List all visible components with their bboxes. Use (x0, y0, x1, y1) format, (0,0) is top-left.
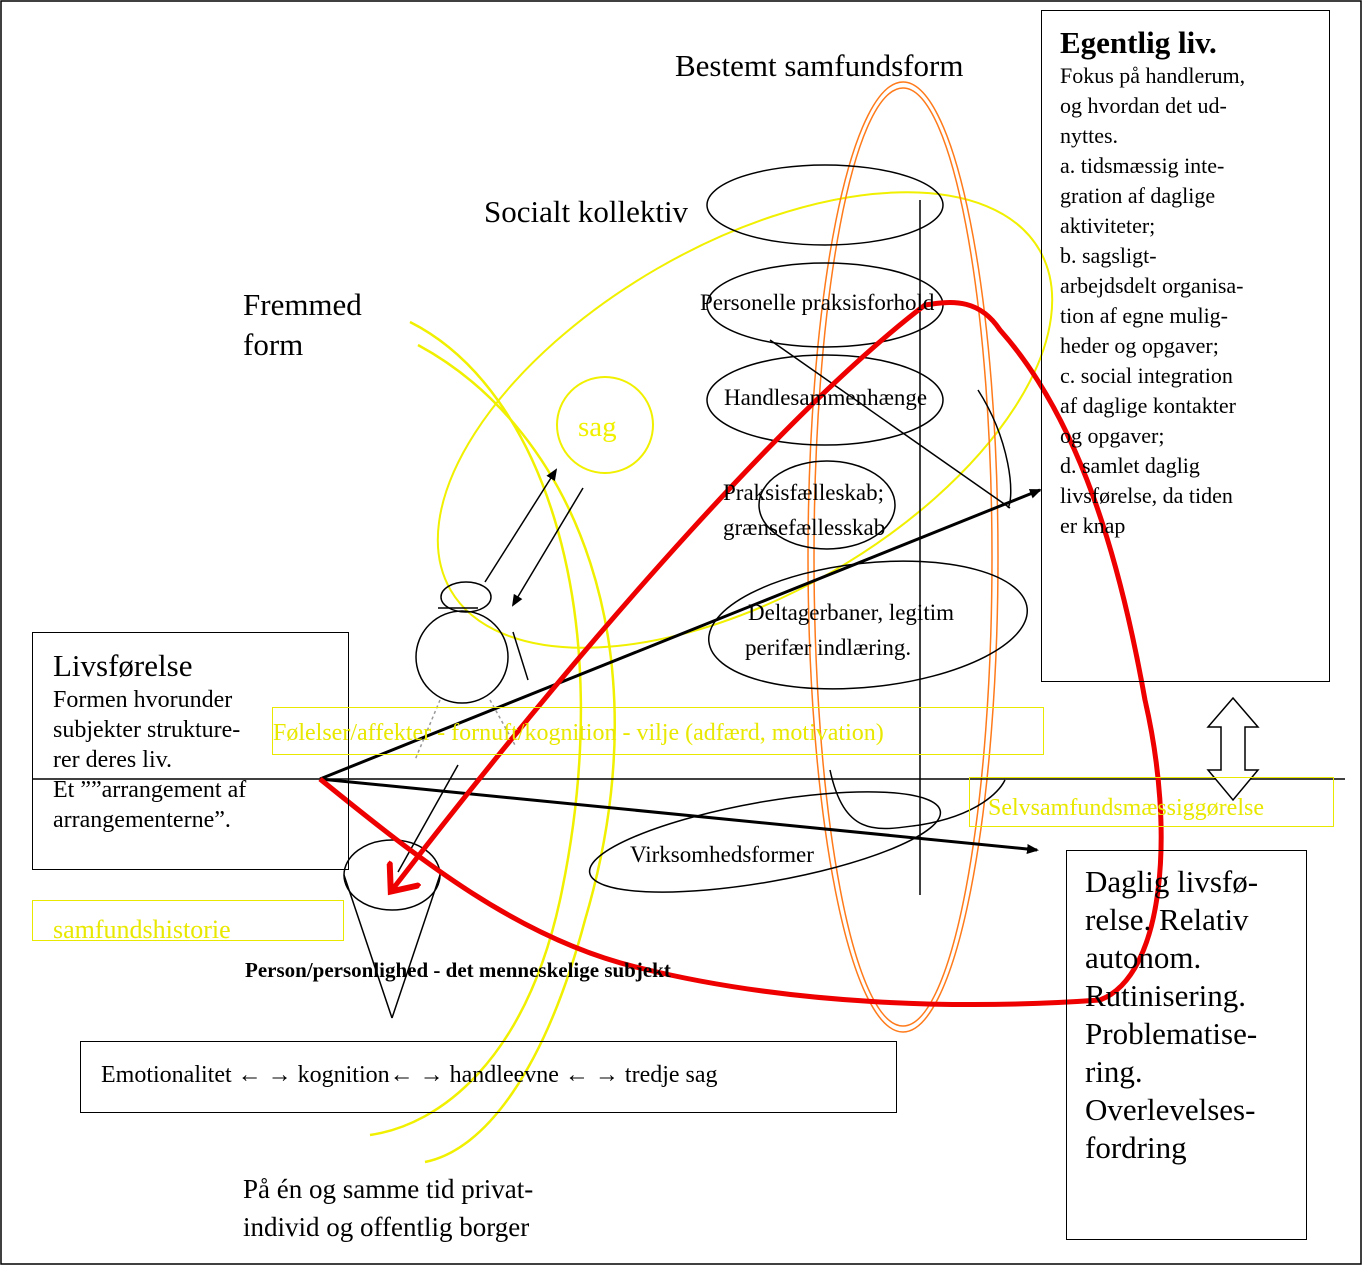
bottom-text-line2: individ og offentlig borger (243, 1212, 529, 1242)
daglig-livsforelse-line: Rutinisering. (1085, 978, 1247, 1013)
foreign-form-arc-outer (369, 320, 583, 1137)
livsforelse-line: rer deres liv. (53, 747, 173, 773)
selvsamfund-text: Selvsamfundsmæssiggørelse (988, 795, 1264, 821)
egentlig-liv-line: a. tidsmæssig inte- (1060, 153, 1225, 178)
egentlig-liv-line: gration af daglige (1060, 183, 1216, 208)
curve-bottom (829, 769, 1006, 830)
egentlig-liv-box: Egentlig liv. Fokus på handlerum, og hvor… (1041, 10, 1330, 682)
society-form-ellipse-outer (807, 81, 999, 1033)
label-deltagerbaner-1: Deltagerbaner, legitim (748, 600, 954, 625)
egentlig-liv-line: aktiviteter; (1060, 213, 1156, 238)
egentlig-liv-line: og opgaver; (1060, 423, 1165, 448)
samfundshistorie-box: samfundshistorie (32, 900, 344, 941)
daglig-livsforelse-line: Daglig livsfø- (1085, 864, 1259, 899)
social-collective-ellipse (436, 191, 1054, 649)
label-socialt-kollektiv: Socialt kollektiv (484, 194, 689, 229)
label-fremmed: Fremmed (243, 287, 362, 322)
double-arrow (1206, 696, 1260, 802)
livsforelse-line: subjekter strukture- (53, 717, 241, 743)
red-loop (318, 300, 1164, 1007)
person-cone-right (391, 874, 441, 1019)
emotionalitet-text: Emotionalitet ← → kognition← → handleevn… (101, 1062, 718, 1088)
arrow-to-egentlig-liv (319, 488, 1042, 781)
label-sag: sag (578, 411, 617, 443)
label-personelle: Personelle praksisforhold (700, 290, 935, 315)
label-praksisfaellesskab-2: grænsefællesskab (723, 515, 885, 540)
figure-arm-line (512, 631, 529, 681)
egentlig-liv-line: tion af egne mulig- (1060, 303, 1229, 328)
label-form: form (243, 327, 303, 362)
egentlig-liv-line: livsførelse, da tiden (1060, 483, 1233, 508)
bottom-text-line1: På én og samme tid privat- (243, 1174, 533, 1204)
figure-body-line (397, 764, 459, 873)
folelser-box: Følelser/affekter - fornuft/kognition - … (272, 707, 1044, 755)
arrow-to-sag (484, 468, 558, 583)
folelser-text: Følelser/affekter - fornuft/kognition - … (273, 720, 884, 746)
emotionalitet-box: Emotionalitet ← → kognition← → handleevn… (80, 1041, 897, 1113)
egentlig-liv-text: Fokus på handlerum, og hvordan det ud-nyt… (1060, 61, 1329, 541)
person-label: Person/personlighed - det menneskelige s… (245, 958, 671, 982)
label-praksisfaellesskab-1: Praksisfælleskab; (723, 480, 884, 505)
ellipse-deltagerbaner (707, 560, 1029, 690)
livsforelse-text: Formen hvorunder subjekter strukture-rer … (53, 685, 348, 835)
ellipse-virksomhedsformer (588, 791, 942, 893)
label-virksomhedsformer: Virksomhedsformer (630, 842, 814, 867)
livsforelse-title: Livsførelse (53, 648, 193, 683)
egentlig-liv-line: er knap (1060, 513, 1126, 538)
ellipse-socialt-kollektiv (706, 164, 944, 246)
egentlig-liv-line: c. social integration (1060, 363, 1233, 388)
livsforelse-line: arrangementerne”. (53, 807, 231, 833)
livsforelse-box: Livsførelse Formen hvorunder subjekter st… (32, 632, 349, 870)
egentlig-liv-line: og hvordan det ud- (1060, 93, 1227, 118)
daglig-livsforelse-line: Overlevelses- (1085, 1092, 1256, 1127)
figure-dotted-left (414, 699, 441, 761)
figure-head (415, 610, 509, 704)
ellipse-praksisfaellesskab (758, 460, 896, 550)
figure-head-small (440, 581, 492, 613)
daglig-livsforelse-line: ring. (1085, 1054, 1143, 1089)
person-cone-left (343, 874, 393, 1019)
daglig-livsforelse-line: relse. Relativ (1085, 902, 1249, 937)
foreign-form-arc-inner (417, 343, 616, 1164)
daglig-livsforelse-line: autonom. (1085, 940, 1202, 975)
livsforelse-line: Formen hvorunder (53, 687, 233, 713)
label-deltagerbaner-2: perifær indlæring. (745, 635, 911, 660)
livsforelse-line: Et ””arrangement af (53, 777, 247, 803)
egentlig-liv-line: arbejdsdelt organisa- (1060, 273, 1244, 298)
egentlig-liv-line: af daglige kontakter (1060, 393, 1236, 418)
egentlig-liv-line: heder og opgaver; (1060, 333, 1219, 358)
egentlig-liv-line: d. samlet daglig (1060, 453, 1200, 478)
egentlig-liv-title: Egentlig liv. (1060, 25, 1217, 60)
arrow-from-sag (511, 487, 584, 607)
label-handlesammenhaenge: Handlesammenhænge (724, 385, 927, 410)
egentlig-liv-line: b. sagsligt- (1060, 243, 1157, 268)
egentlig-liv-line: Fokus på handlerum, (1060, 63, 1246, 88)
daglig-livsforelse-line: fordring (1085, 1130, 1187, 1165)
arrow-to-daglig-livsforelse (319, 777, 1039, 854)
sag-circle (556, 376, 654, 474)
diagonal-line (769, 339, 1011, 509)
ellipse-handlesammenhaenge (706, 354, 944, 446)
society-form-ellipse-inner (813, 87, 993, 1027)
label-samfundsform: Bestemt samfundsform (675, 48, 963, 83)
selvsamfund-box: Selvsamfundsmæssiggørelse (969, 777, 1334, 827)
egentlig-liv-line: nyttes. (1060, 123, 1119, 148)
samfundshistorie-text: samfundshistorie (53, 915, 231, 941)
daglig-livsforelse-line: Problematise- (1085, 1016, 1258, 1051)
